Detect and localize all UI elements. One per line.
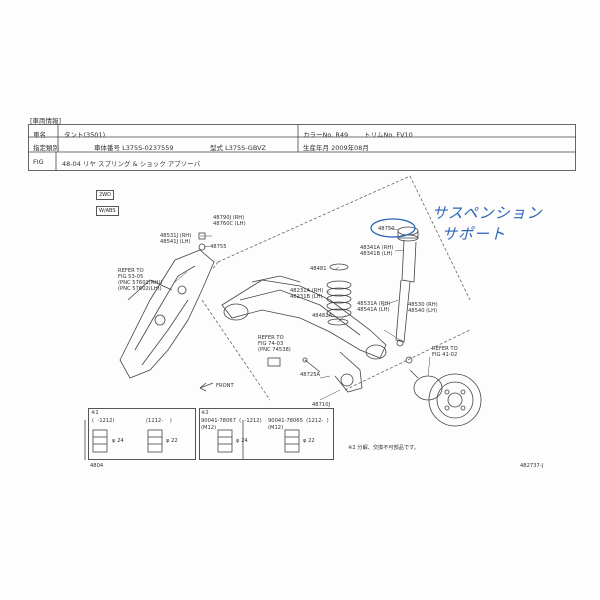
tag-2wd: 2WD	[96, 190, 114, 200]
vehicle-info-table	[28, 124, 576, 171]
model-code: 型式 L375S-GBVZ	[210, 144, 266, 152]
page-code-left: 4804	[90, 463, 104, 469]
production-date: 生産年月 2009年08月	[303, 144, 369, 152]
part-48750: 48750	[378, 226, 395, 232]
front-label: FRONT	[216, 383, 234, 389]
handwritten-note-line1: サスペンション	[432, 204, 543, 222]
tag-wabs: W/ABS	[96, 206, 119, 216]
part-48231a: 48231A (RH) 48231B (LH)	[290, 288, 324, 300]
part-48482a: 48482A	[312, 313, 333, 319]
bolt-box-2-title: ※2	[201, 410, 209, 416]
section-title: [車両情報]	[30, 117, 62, 125]
bolt-box-1	[88, 408, 196, 460]
frame-number: 車体番号 L375S-0237559	[94, 144, 174, 152]
part-48341a: 48341A (RH) 48341B (LH)	[360, 245, 394, 257]
bolt-box-2-col1: 90041-78067 ( -1212)	[201, 418, 262, 424]
part-48725a: 48725A	[300, 372, 321, 378]
page-code-right: 482737-J	[520, 463, 544, 469]
ref-fig-74-03: REFER TO FIG 74-03 (PNC 74538)	[258, 335, 291, 353]
footnote: ※2 分解、交換不可部品です。	[348, 445, 420, 451]
part-48531j: 48531J (RH) 48541J (LH)	[160, 233, 192, 245]
handwritten-note-line2: サポート	[442, 225, 507, 243]
bolt-box-2	[199, 408, 334, 460]
bolt-box-1-dim2: φ 22	[166, 438, 178, 444]
bolt-box-2-m2: (M12)	[268, 425, 284, 431]
ref-fig-41-02: REFER TO FIG 41-02	[432, 346, 458, 358]
designation-label: 指定類別	[33, 144, 59, 152]
bolt-box-1-col2: (1212- )	[146, 418, 172, 424]
bolt-box-2-m1: (M12)	[201, 425, 217, 431]
part-48530: 48530 (RH) 48540 (LH)	[408, 302, 438, 314]
trim-number: トリムNo. FV10	[364, 131, 413, 139]
bolt-box-2-col2: 90041-78065 (1212- )	[268, 418, 329, 424]
ref-fig-53-05: REFER TO FIG 53-05 (PNC 57601(RH)) (PNC …	[118, 268, 163, 292]
car-name-label: 車名	[33, 131, 46, 139]
part-48481: 48481	[310, 266, 327, 272]
fig-label: FIG	[33, 158, 44, 166]
bolt-box-1-dim1: φ 24	[112, 438, 124, 444]
color-number: カラーNo. R49	[303, 131, 349, 139]
bolt-box-1-col1: ( -1212)	[92, 418, 115, 424]
part-48710j: 48710J	[312, 402, 331, 408]
bolt-box-2-dim2: φ 22	[303, 438, 315, 444]
car-name-value: タント(3501)	[64, 131, 106, 139]
bolt-box-2-dim1: φ 24	[236, 438, 248, 444]
part-48755: 48755	[210, 244, 227, 250]
part-48790j: 48790J (RH) 48760C (LH)	[213, 215, 246, 227]
fig-title: 48-04 リヤ スプリング & ショック アブソーバ	[62, 160, 201, 168]
part-48531a: 48531A (RH) 48541A (LH)	[357, 301, 391, 313]
bolt-box-1-title: ※1	[91, 410, 99, 416]
